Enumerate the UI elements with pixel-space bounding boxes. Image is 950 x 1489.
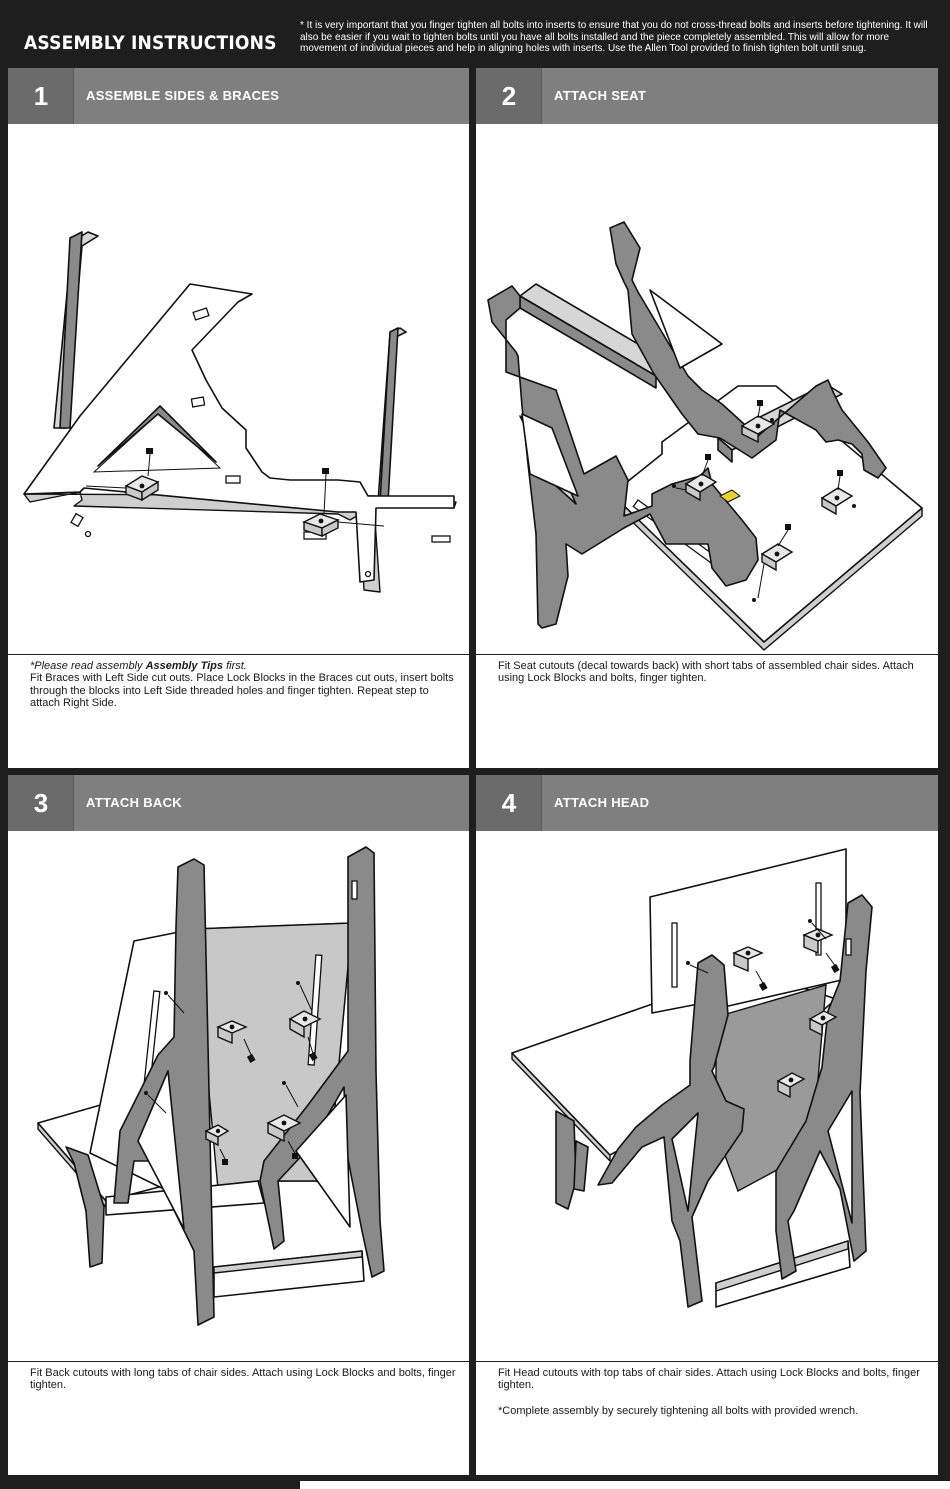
assembly-note: * It is very important that you finger t… xyxy=(300,20,928,54)
page-title: ASSEMBLY INSTRUCTIONS xyxy=(24,32,277,54)
caption-final-note: *Complete assembly by securely tightenin… xyxy=(498,1404,859,1417)
step-number: 3 xyxy=(33,788,49,818)
caption-divider xyxy=(8,654,469,655)
caption-text: Fit Braces with Left Side cut outs. Plac… xyxy=(30,672,454,710)
illustration-attach-head xyxy=(476,831,938,1361)
step-number: 4 xyxy=(501,788,517,818)
step-number-box: 2 xyxy=(476,68,542,124)
step-header: 3 ATTACH BACK xyxy=(8,775,469,831)
step-title: ATTACH SEAT xyxy=(554,88,647,103)
caption-text: Fit Head cutouts with top tabs of chair … xyxy=(498,1367,920,1392)
step-title: ATTACH HEAD xyxy=(554,795,650,810)
step-caption: *Please read assembly Assembly Tips firs… xyxy=(30,660,457,710)
step-panel-2: 2 ATTACH SEAT xyxy=(476,68,938,768)
step-header: 4 ATTACH HEAD xyxy=(476,775,938,831)
caption-divider xyxy=(476,1361,938,1362)
caption-divider xyxy=(8,1361,469,1362)
step-number-box: 1 xyxy=(8,68,74,124)
step-header: 1 ASSEMBLE SIDES & BRACES xyxy=(8,68,469,124)
caption-text: Fit Back cutouts with long tabs of chair… xyxy=(30,1367,456,1392)
caption-intro-end: first. xyxy=(223,660,247,672)
step-panel-3: 3 ATTACH BACK xyxy=(8,775,469,1475)
top-header-bar: ASSEMBLY INSTRUCTIONS * It is very impor… xyxy=(0,0,950,70)
illustration-sides-braces xyxy=(8,124,469,654)
caption-intro: *Please read assembly xyxy=(30,660,146,672)
step-number-box: 3 xyxy=(8,775,74,831)
step-title: ASSEMBLE SIDES & BRACES xyxy=(86,88,280,103)
caption-emphasis: Assembly Tips xyxy=(145,660,224,672)
step-number: 2 xyxy=(501,81,517,111)
bottom-strip xyxy=(300,1481,950,1489)
step-caption: Fit Back cutouts with long tabs of chair… xyxy=(30,1367,457,1392)
step-header: 2 ATTACH SEAT xyxy=(476,68,938,124)
caption-text: Fit Seat cutouts (decal towards back) wi… xyxy=(498,660,914,685)
step-panel-1: 1 ASSEMBLE SIDES & BRACES xyxy=(8,68,469,768)
step-panel-4: 4 ATTACH HEAD xyxy=(476,775,938,1475)
step-number-box: 4 xyxy=(476,775,542,831)
caption-divider xyxy=(476,654,938,655)
illustration-attach-seat xyxy=(476,124,938,654)
step-title: ATTACH BACK xyxy=(86,795,182,810)
step-caption: Fit Head cutouts with top tabs of chair … xyxy=(498,1367,926,1417)
illustration-attach-back xyxy=(8,831,469,1361)
step-caption: Fit Seat cutouts (decal towards back) wi… xyxy=(498,660,926,685)
step-number: 1 xyxy=(33,81,49,111)
